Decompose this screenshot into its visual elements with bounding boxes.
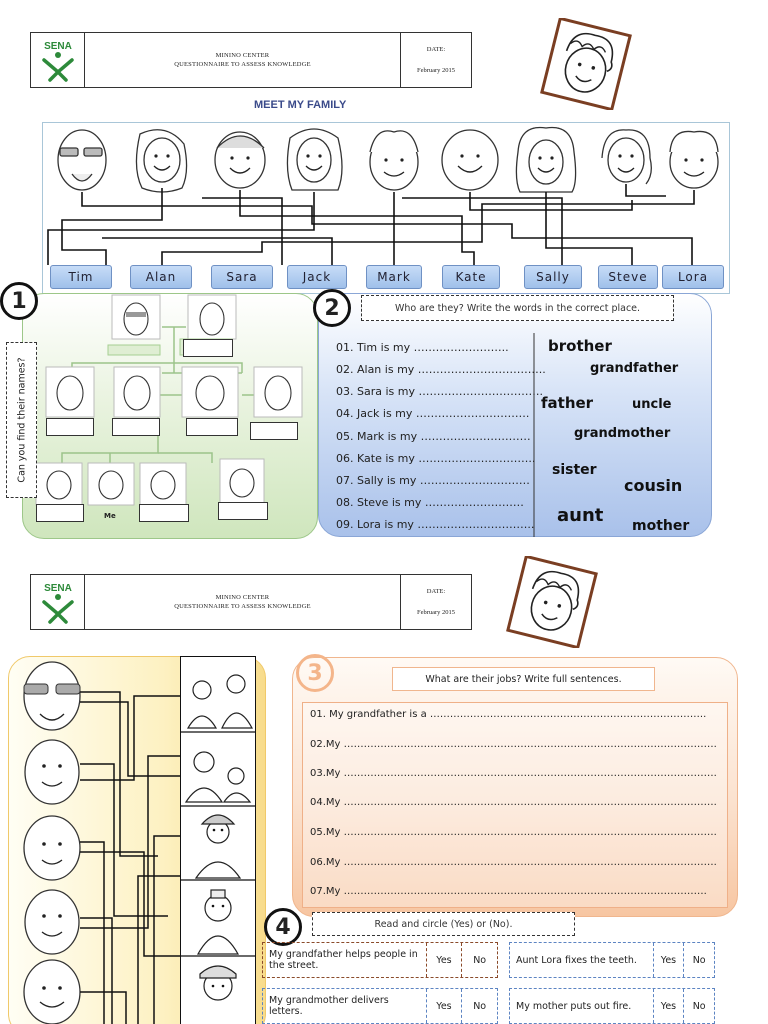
me-label: Me <box>104 512 116 520</box>
yn-question-2: Aunt Lora fixes the teeth. <box>516 954 637 966</box>
question-3: 03. Sara is my ……………………………. <box>336 385 543 398</box>
logo-text-2: SENA <box>44 583 72 594</box>
relations-panel <box>318 293 712 537</box>
logo-text: SENA <box>44 41 72 52</box>
doc-title-2: QUESTIONNAIRE TO ASSESS KNOWLEDGE <box>174 603 311 610</box>
word-sister: sister <box>552 462 597 478</box>
date-value-2: February 2015 <box>416 609 456 616</box>
sena-logo: SENA <box>31 33 85 87</box>
jobs-matching-diagram <box>23 661 180 1024</box>
yn-question-4: My mother puts out fire. <box>516 1000 632 1012</box>
name-blank-parent-2[interactable] <box>112 418 160 436</box>
date-label: DATE: <box>426 46 446 53</box>
grandma-portrait-icon-2 <box>506 556 598 648</box>
name-tag-alan: Alan <box>130 265 192 289</box>
name-tag-mark: Mark <box>366 265 422 289</box>
name-blank-child-3[interactable] <box>139 504 189 522</box>
job-pictures <box>180 674 256 1001</box>
no-option-3[interactable]: No <box>461 989 497 1023</box>
sentence-line-4[interactable]: 04.My …………………………………………………………………………………………… <box>310 797 717 808</box>
section-2-number: 2 <box>313 289 351 327</box>
word-aunt: aunt <box>557 505 604 526</box>
center-name: MININO CENTER <box>215 52 270 59</box>
no-option-4[interactable]: No <box>683 989 714 1023</box>
sentence-line-1[interactable]: 01. My grandfather is a …………………………………………… <box>310 709 707 720</box>
name-tag-lora: Lora <box>662 265 724 289</box>
name-tag-sara: Sara <box>211 265 273 289</box>
header-table-2: SENA MININO CENTER QUESTIONNAIRE TO ASSE… <box>30 574 472 630</box>
name-tag-kate: Kate <box>442 265 500 289</box>
word-grandmother: grandmother <box>574 426 671 441</box>
side-instruction: Can you find their names? <box>6 342 37 498</box>
name-blank-child-1[interactable] <box>36 504 84 522</box>
word-father: father <box>541 394 594 412</box>
yn-row-2: Aunt Lora fixes the teeth. Yes No <box>509 942 715 978</box>
page-title: MEET MY FAMILY <box>254 99 347 111</box>
no-option-1[interactable]: No <box>461 943 497 977</box>
word-mother: mother <box>632 518 690 534</box>
section-1-number: 1 <box>0 282 38 320</box>
yn-row-4: My mother puts out fire. Yes No <box>509 988 715 1024</box>
name-blank-grandma[interactable] <box>183 339 233 357</box>
yn-question-1: My grandfather helps people in the stree… <box>269 949 418 971</box>
name-tag-steve: Steve <box>598 265 658 289</box>
sena-logo-2: SENA <box>31 575 85 629</box>
yes-option-4[interactable]: Yes <box>652 989 684 1023</box>
section-3-number: 3 <box>296 654 334 692</box>
word-uncle: uncle <box>632 397 672 412</box>
sentence-line-2[interactable]: 02.My …………………………………………………………………………………………… <box>310 739 717 750</box>
yn-question-3: My grandmother delivers letters. <box>269 995 389 1017</box>
word-grandfather: grandfather <box>590 361 679 376</box>
name-blank-parent-3[interactable] <box>186 418 238 436</box>
word-brother: brother <box>548 337 612 355</box>
date-label-2: DATE: <box>426 588 446 595</box>
sentence-line-3[interactable]: 03.My …………………………………………………………………………………………… <box>310 768 717 779</box>
family-lines <box>47 126 719 265</box>
name-tag-jack: Jack <box>287 265 347 289</box>
section-3-instruction: What are their jobs? Write full sentence… <box>392 667 655 691</box>
grandma-portrait-icon <box>540 18 632 110</box>
no-option-2[interactable]: No <box>683 943 714 977</box>
name-tag-sally: Sally <box>524 265 582 289</box>
question-2: 02. Alan is my …………………………….. <box>336 363 546 376</box>
jobs-sentences-panel <box>292 657 738 917</box>
section-2-instruction: Who are they? Write the words in the cor… <box>361 295 674 321</box>
yn-row-1: My grandfather helps people in the stree… <box>262 942 498 978</box>
name-tag-tim: Tim <box>50 265 112 289</box>
question-9: 09. Lora is my ………………………….. <box>336 518 535 531</box>
center-name-2: MININO CENTER <box>215 594 270 601</box>
yes-option-2[interactable]: Yes <box>652 943 684 977</box>
question-7: 07. Sally is my ………………………… <box>336 474 530 487</box>
yes-option-1[interactable]: Yes <box>425 943 462 977</box>
question-5: 05. Mark is my ………………………… <box>336 430 531 443</box>
sentence-line-5[interactable]: 05.My …………………………………………………………………………………………… <box>310 827 717 838</box>
header-table: SENA MININO CENTER QUESTIONNAIRE TO ASSE… <box>30 32 472 88</box>
yn-row-3: My grandmother delivers letters. Yes No <box>262 988 498 1024</box>
question-8: 08. Steve is my ……………………… <box>336 496 524 509</box>
divider-line <box>533 333 535 537</box>
section-4-number: 4 <box>264 908 302 946</box>
section-4-instruction: Read and circle (Yes) or (No). <box>312 912 575 936</box>
side-instruction-text: Can you find their names? <box>16 357 27 483</box>
name-blank-child-4[interactable] <box>218 502 268 520</box>
sentences-box <box>302 702 728 908</box>
doc-title: QUESTIONNAIRE TO ASSESS KNOWLEDGE <box>174 61 311 68</box>
question-4: 04. Jack is my …………………………. <box>336 407 530 420</box>
name-blank-parent-1[interactable] <box>46 418 94 436</box>
family-tree-diagram <box>35 294 303 506</box>
question-1: 01. Tim is my …………………….. <box>336 341 509 354</box>
word-cousin: cousin <box>624 476 683 495</box>
yes-option-3[interactable]: Yes <box>425 989 462 1023</box>
question-6: 06. Kate is my ………………………….. <box>336 452 536 465</box>
date-value: February 2015 <box>416 67 456 74</box>
name-blank-parent-4[interactable] <box>250 422 298 440</box>
sentence-line-6[interactable]: 06.My …………………………………………………………………………………………… <box>310 857 717 868</box>
sentence-line-7[interactable]: 07.My …………………………………………………………………………………………… <box>310 886 707 897</box>
